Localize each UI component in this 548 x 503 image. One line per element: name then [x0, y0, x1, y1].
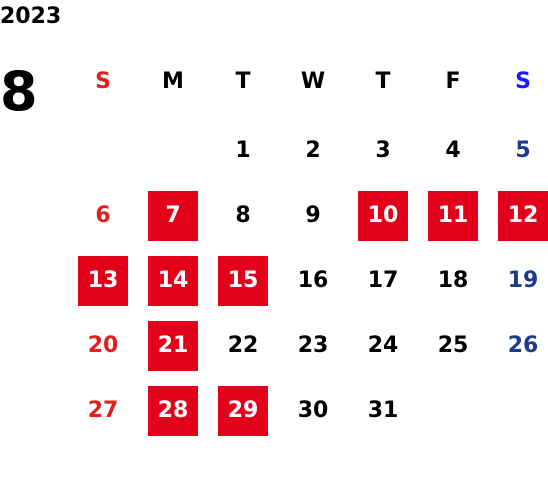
day-cell[interactable]: 4 — [445, 138, 461, 163]
week-row-5: 27 28 29 30 31 — [68, 386, 548, 436]
day-cell[interactable]: 18 — [437, 268, 469, 293]
day-cell-highlighted[interactable]: 29 — [218, 386, 268, 436]
day-cell[interactable]: 26 — [507, 333, 539, 358]
day-cell[interactable]: 2 — [305, 138, 321, 163]
day-cell[interactable]: 22 — [227, 333, 259, 358]
weekday-tue: T — [235, 69, 251, 94]
day-cell-highlighted[interactable]: 11 — [428, 191, 478, 241]
day-cell[interactable]: 30 — [297, 398, 329, 423]
day-cell-highlighted[interactable]: 15 — [218, 256, 268, 306]
day-cell[interactable]: 20 — [87, 333, 119, 358]
day-cell[interactable]: 17 — [367, 268, 399, 293]
day-cell[interactable]: 9 — [305, 203, 321, 228]
day-cell[interactable]: 23 — [297, 333, 329, 358]
day-cell — [148, 126, 198, 176]
weekday-sat: S — [515, 69, 531, 94]
day-cell[interactable]: 8 — [235, 203, 251, 228]
day-cell — [498, 386, 548, 436]
day-cell[interactable]: 6 — [95, 203, 111, 228]
week-row-4: 20 21 22 23 24 25 26 — [68, 321, 548, 371]
day-cell[interactable]: 25 — [437, 333, 469, 358]
day-cell[interactable]: 3 — [375, 138, 391, 163]
day-cell-highlighted[interactable]: 14 — [148, 256, 198, 306]
day-cell[interactable]: 24 — [367, 333, 399, 358]
day-cell[interactable]: 31 — [367, 398, 399, 423]
day-cell — [78, 126, 128, 176]
day-cell-highlighted[interactable]: 13 — [78, 256, 128, 306]
day-cell-highlighted[interactable]: 12 — [498, 191, 548, 241]
week-row-1: 1 2 3 4 5 — [68, 126, 548, 176]
weekday-wed: W — [300, 69, 326, 94]
weekday-thu: T — [375, 69, 391, 94]
day-cell-highlighted[interactable]: 10 — [358, 191, 408, 241]
day-cell[interactable]: 1 — [235, 138, 251, 163]
weekday-sun: S — [95, 69, 111, 94]
day-cell-highlighted[interactable]: 28 — [148, 386, 198, 436]
week-row-2: 6 7 8 9 10 11 12 — [68, 191, 548, 241]
weekday-mon: M — [162, 69, 184, 94]
year-label: 2023 — [0, 4, 62, 29]
month-number: 8 — [0, 60, 38, 123]
day-cell[interactable]: 5 — [515, 138, 531, 163]
day-cell[interactable]: 16 — [297, 268, 329, 293]
weekday-fri: F — [445, 69, 461, 94]
day-cell[interactable]: 27 — [87, 398, 119, 423]
day-cell[interactable]: 19 — [507, 268, 539, 293]
week-row-3: 13 14 15 16 17 18 19 — [68, 256, 548, 306]
day-cell-highlighted[interactable]: 7 — [148, 191, 198, 241]
weekday-header-row: S M T W T F S — [68, 62, 548, 102]
day-cell-highlighted[interactable]: 21 — [148, 321, 198, 371]
day-cell — [428, 386, 478, 436]
